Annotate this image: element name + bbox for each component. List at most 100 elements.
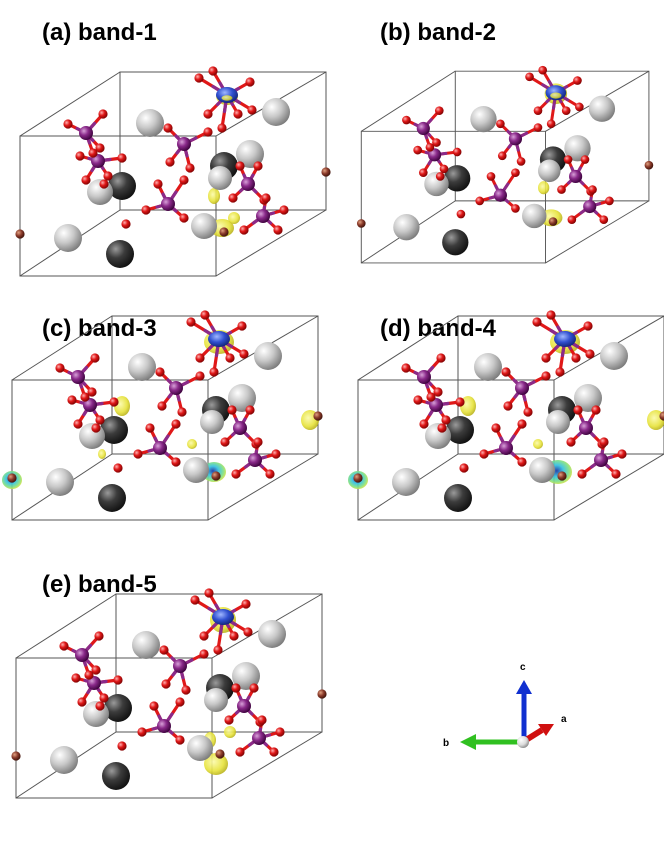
oxygen-atom — [475, 196, 485, 206]
panel-e: (e) band-5 — [11, 571, 327, 799]
cell-face — [454, 70, 650, 202]
phosphorus-atom — [233, 421, 247, 435]
phosphorus-atom — [508, 132, 523, 146]
oxygen-atom — [237, 321, 247, 331]
crystal-structure — [356, 65, 654, 264]
edge-atom — [211, 471, 221, 481]
oxygen-atom — [63, 119, 73, 129]
oxygen-atom — [159, 645, 169, 655]
oxygen-atom — [567, 215, 577, 225]
crystal-structure — [11, 588, 327, 799]
oxygen-atom — [113, 675, 123, 685]
center-cation — [212, 609, 234, 625]
oxygen-atom — [199, 631, 209, 641]
axis-b-label: b — [443, 738, 449, 749]
phosphorus-atom — [499, 441, 513, 455]
oxygen-atom — [181, 685, 191, 695]
oxygen-atom — [557, 185, 566, 194]
oxygen-atom — [261, 193, 271, 203]
oxygen-atom — [179, 175, 189, 185]
metal-atom-light — [588, 95, 616, 122]
oxygen-atom — [418, 168, 428, 178]
oxygen-atom — [243, 627, 253, 637]
oxygen-atom — [149, 701, 159, 711]
metal-atom-light — [392, 468, 420, 496]
oxygen-atom — [117, 741, 127, 751]
oxygen-atom — [541, 371, 551, 381]
metal-atom-light — [132, 631, 160, 659]
oxygen-atom — [194, 73, 204, 83]
oxygen-atom — [436, 353, 446, 363]
oxygen-atom — [511, 204, 520, 213]
metal-atom-light — [538, 159, 561, 183]
crystal-structure — [15, 66, 331, 277]
oxygen-atom — [231, 469, 241, 479]
phosphorus-atom — [161, 197, 175, 211]
axis-c-label: c — [520, 662, 526, 673]
edge-atom — [644, 160, 654, 170]
oxygen-atom — [239, 349, 249, 359]
phosphorus-atom — [429, 398, 443, 412]
oxygen-atom — [145, 423, 155, 433]
metal-atom-light — [208, 166, 232, 190]
metal-atom-dark — [106, 240, 134, 268]
oxygen-atom — [563, 155, 573, 164]
oxygen-atom — [401, 363, 411, 373]
oxygen-atom — [95, 143, 105, 153]
oxygen-atom — [249, 683, 259, 693]
oxygen-atom — [175, 697, 185, 707]
panel-title: (a) band-1 — [42, 19, 157, 46]
isosurface-lobe — [204, 753, 228, 775]
crystal-structure — [348, 310, 664, 521]
oxygen-atom — [486, 172, 496, 181]
oxygen-atom — [186, 317, 196, 327]
edge-atom — [353, 473, 363, 483]
oxygen-atom — [228, 193, 238, 203]
edge-atom — [313, 411, 323, 421]
oxygen-atom — [203, 127, 213, 137]
metal-atom-light — [258, 620, 286, 648]
oxygen-atom — [501, 367, 511, 377]
edge-atom — [659, 411, 664, 421]
isosurface-lobe — [228, 212, 240, 224]
oxygen-atom — [185, 163, 195, 173]
oxygen-atom — [245, 77, 255, 87]
metal-atom-dark — [444, 484, 472, 512]
oxygen-atom — [229, 631, 239, 641]
oxygen-atom — [165, 157, 175, 167]
cell-edge — [553, 453, 664, 521]
oxygen-atom — [265, 469, 275, 479]
metal-atom-light — [46, 468, 74, 496]
oxygen-atom — [91, 665, 101, 675]
metal-atom-light — [474, 353, 502, 381]
metal-atom-light — [529, 457, 555, 483]
isosurface-lobe — [538, 181, 550, 195]
axes-origin — [517, 736, 529, 748]
panel-title: (b) band-2 — [380, 19, 496, 46]
center-cation — [554, 331, 576, 347]
metal-atom-light — [228, 384, 256, 412]
oxygen-atom — [591, 405, 601, 415]
oxygen-atom — [99, 693, 109, 703]
oxygen-atom — [516, 157, 526, 166]
oxygen-atom — [247, 105, 257, 115]
edge-atom — [7, 473, 17, 483]
oxygen-atom — [402, 115, 411, 125]
isosurface-lobe-front — [550, 92, 562, 99]
oxygen-atom — [275, 727, 285, 737]
oxygen-atom — [155, 367, 165, 377]
oxygen-atom — [546, 119, 556, 129]
cell-edge — [361, 70, 456, 132]
oxygen-atom — [491, 423, 501, 433]
panel-title: (c) band-3 — [42, 315, 157, 342]
oxygen-atom — [439, 164, 449, 174]
oxygen-atom — [91, 423, 101, 433]
oxygen-atom — [497, 151, 507, 161]
oxygen-atom — [605, 196, 614, 206]
oxygen-atom — [59, 641, 69, 651]
oxygen-atom — [99, 179, 109, 189]
phosphorus-atom — [248, 453, 262, 467]
oxygen-atom — [109, 397, 119, 407]
oxygen-atom — [67, 395, 77, 405]
oxygen-atom — [253, 161, 263, 171]
